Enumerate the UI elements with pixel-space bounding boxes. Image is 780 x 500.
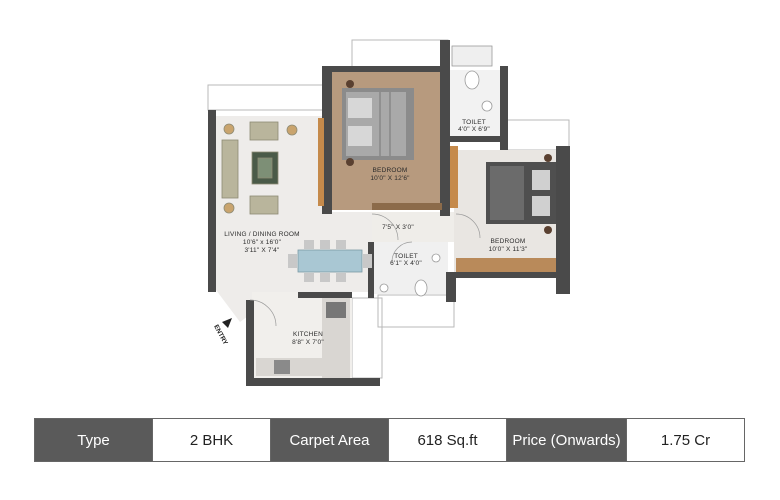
toilet-1-dims: 4'0" X 6'9" <box>458 126 490 133</box>
spec-table: Type 2 BHK Carpet Area 618 Sq.ft Price (… <box>34 418 745 462</box>
bedroom-2-name: BEDROOM <box>491 238 526 245</box>
type-value: 2 BHK <box>152 419 271 461</box>
kitchen-name: KITCHEN <box>293 331 323 338</box>
door-swings <box>249 213 481 327</box>
living-sofa-set <box>221 121 298 215</box>
entry-marker: ENTRY <box>212 318 232 347</box>
toilet-1-name: TOILET <box>462 119 486 126</box>
bedroom-2-dims: 10'0" X 11'3" <box>489 246 528 253</box>
carpet-area-value: 618 Sq.ft <box>388 419 507 461</box>
living-room-dims-1: 10'6" x 16'0" <box>243 239 282 246</box>
bedroom-1-name: BEDROOM <box>373 167 408 174</box>
bedroom-1-dims: 10'0" X 12'6" <box>370 175 410 182</box>
toilet-2-dims: 6'1" X 4'0" <box>390 260 422 267</box>
floor-plan: BEDROOM 10'0" X 12'6" TOILET 4'0" X 6'9"… <box>207 39 570 386</box>
bedroom-2-bed <box>486 154 556 234</box>
entry-arrow-icon <box>222 318 232 328</box>
living-room-dims-2: 3'11" X 7'4" <box>244 247 280 254</box>
toilet-2-name: TOILET <box>394 253 418 260</box>
walls <box>208 40 570 386</box>
carpet-area-label: Carpet Area <box>271 419 388 461</box>
passage-dims: 7'5" X 3'0" <box>382 224 414 231</box>
wardrobes <box>318 118 556 272</box>
toilet-fixtures <box>379 45 493 297</box>
price-label: Price (Onwards) <box>507 419 626 461</box>
price-value: 1.75 Cr <box>626 419 744 461</box>
kitchen-counter <box>256 298 350 378</box>
bedroom-1-bed <box>342 80 414 166</box>
type-label: Type <box>35 419 152 461</box>
dining-table <box>288 240 372 282</box>
living-room-name: LIVING / DINING ROOM <box>224 231 300 238</box>
kitchen-dims: 8'8" X 7'0" <box>292 339 324 346</box>
passage-floor <box>372 212 454 242</box>
entry-label: ENTRY <box>212 324 229 347</box>
